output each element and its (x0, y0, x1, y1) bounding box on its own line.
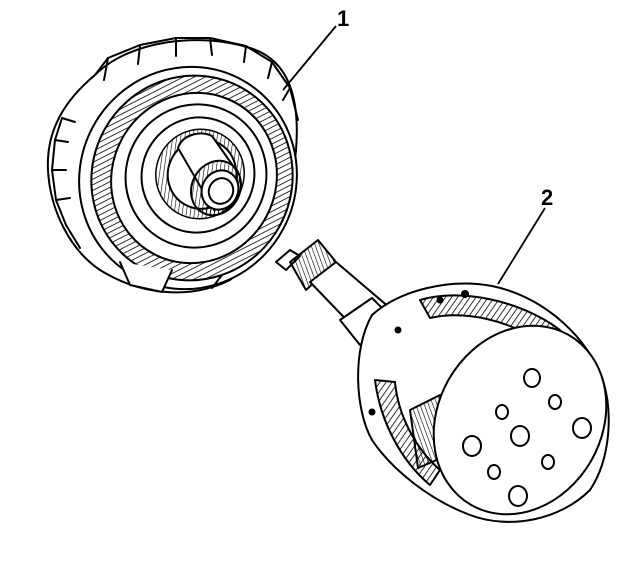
part-1-drum-assembly (46, 37, 299, 294)
callout-label-1: 1 (337, 6, 350, 31)
leader-line-1 (282, 25, 337, 91)
part-2-carrier-shaft (275, 239, 610, 523)
callout-label-2: 2 (541, 185, 554, 210)
leader-line-2 (497, 207, 546, 285)
